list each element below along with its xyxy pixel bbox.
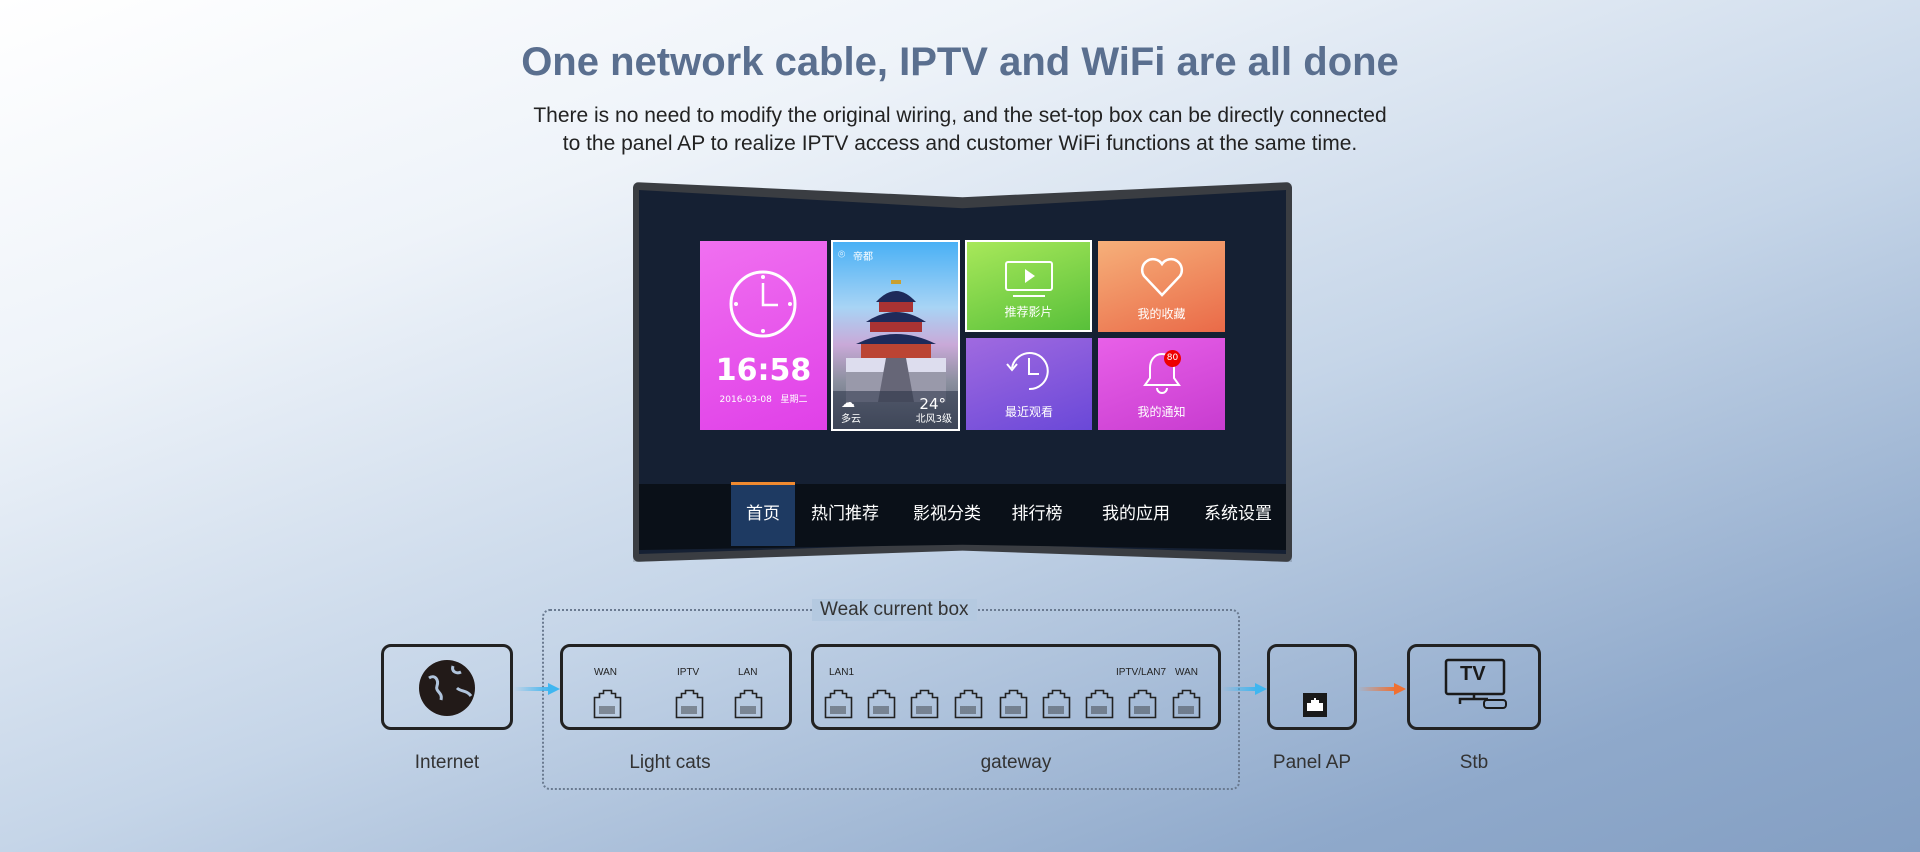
- gateway-label: gateway: [980, 752, 1052, 773]
- light-cats-label: Light cats: [629, 752, 711, 773]
- gateway-box: [811, 644, 1221, 730]
- link-arrow-orange: [1358, 683, 1406, 695]
- tab-home[interactable]: 首页: [746, 504, 780, 524]
- clock-date: 2016-03-08: [719, 395, 772, 405]
- location-pin-icon: ⌾: [838, 247, 846, 261]
- heart-icon: [1140, 257, 1184, 297]
- play-screen-icon: [1005, 261, 1053, 297]
- port-label-lan1: LAN1: [829, 667, 855, 678]
- tab-my-apps[interactable]: 我的应用: [1102, 504, 1170, 524]
- stb-label: Stb: [1459, 752, 1489, 773]
- weak-current-box-label: Weak current box: [812, 599, 977, 621]
- port-label-lan: LAN: [738, 667, 758, 678]
- tile-label: 推荐影片: [1004, 305, 1053, 319]
- tab-hot[interactable]: 热门推荐: [811, 504, 879, 524]
- clock-tile[interactable]: 16:58 2016-03-08 星期二: [700, 241, 827, 430]
- tile-notifications[interactable]: 80 我的通知: [1098, 338, 1225, 430]
- ethernet-port-icon: [675, 689, 704, 719]
- port-label-iptv-lan7: IPTV/LAN7: [1116, 667, 1167, 678]
- subtitle-line-2: to the panel AP to realize IPTV access a…: [562, 132, 1358, 155]
- clock-icon: [729, 270, 797, 338]
- light-cats-box: [560, 644, 792, 730]
- subtitle-line-1: There is no need to modify the original …: [533, 104, 1387, 127]
- ethernet-socket-icon: [1303, 693, 1327, 717]
- stb-box: TV: [1407, 644, 1541, 730]
- port-label-gateway-wan: WAN: [1175, 667, 1198, 678]
- link-arrow-blue: [514, 683, 560, 695]
- temple-image: [846, 280, 946, 402]
- ethernet-port-icon: [593, 689, 622, 719]
- tile-label: 最近观看: [1004, 405, 1053, 419]
- page-title: One network cable, IPTV and WiFi are all…: [521, 40, 1399, 84]
- tab-settings[interactable]: 系统设置: [1204, 504, 1272, 524]
- internet-label: Internet: [414, 752, 480, 773]
- ethernet-port-icon: [954, 689, 983, 719]
- internet-box: [381, 644, 513, 730]
- ethernet-port-icon: [1172, 689, 1201, 719]
- weather-temperature: 24°: [919, 395, 946, 413]
- tv-icon-text: TV: [1460, 663, 1486, 685]
- ethernet-port-icon: [1128, 689, 1157, 719]
- ethernet-port-icon: [1042, 689, 1071, 719]
- ethernet-port-icon: [910, 689, 939, 719]
- panel-ap-box: [1267, 644, 1357, 730]
- ethernet-port-icon: [867, 689, 896, 719]
- weather-condition: 多云: [841, 414, 861, 425]
- tile-recommended-movies[interactable]: 推荐影片: [965, 240, 1092, 332]
- tab-rankings[interactable]: 排行榜: [1011, 504, 1063, 524]
- weather-wind: 北风3级: [915, 414, 952, 425]
- ethernet-port-icon: [999, 689, 1028, 719]
- port-label-iptv: IPTV: [677, 667, 700, 678]
- notification-badge: 80: [1164, 350, 1181, 367]
- weather-tile[interactable]: ⌾ 帝都 ☁ 多云 24° 北风3级: [831, 240, 960, 431]
- tab-categories[interactable]: 影视分类: [913, 504, 981, 524]
- clock-time: 16:58: [715, 353, 812, 388]
- ethernet-port-icon: [734, 689, 763, 719]
- active-tab-highlight: [731, 482, 795, 546]
- tile-recently-watched[interactable]: 最近观看: [966, 338, 1092, 430]
- tile-label: 我的通知: [1137, 405, 1186, 419]
- panel-ap-label: Panel AP: [1272, 752, 1352, 773]
- clock-weekday: 星期二: [780, 395, 808, 405]
- history-icon: [1006, 352, 1049, 391]
- weather-city: 帝都: [853, 252, 873, 263]
- ethernet-port-icon: [824, 689, 853, 719]
- cloudy-icon: ☁: [841, 395, 855, 411]
- tile-label: 我的收藏: [1137, 307, 1186, 321]
- globe-icon: [419, 660, 475, 716]
- port-label-wan: WAN: [594, 667, 617, 678]
- link-arrow-blue: [1222, 683, 1267, 695]
- tile-favorites[interactable]: 我的收藏: [1098, 241, 1225, 332]
- ethernet-port-icon: [1085, 689, 1114, 719]
- tv-stb-icon: [1444, 658, 1507, 709]
